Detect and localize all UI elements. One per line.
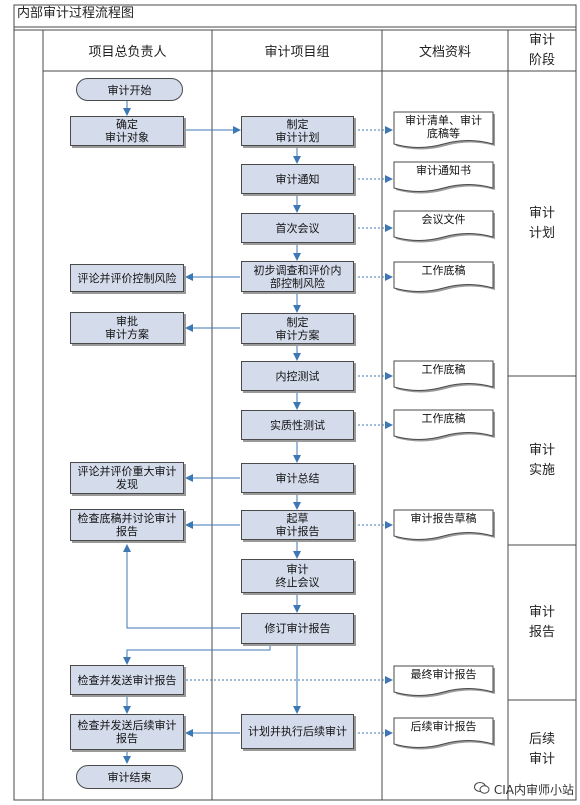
draft-audit-report: 起草 审计报告 xyxy=(241,510,354,540)
substantive-test: 实质性测试 xyxy=(241,410,354,440)
diagram-title: 内部审计过程流程图 xyxy=(17,6,135,21)
doc-working-paper-1: 工作底稿 xyxy=(421,264,466,277)
doc-shape-7 xyxy=(393,509,494,540)
watermark: CIA内审师小站 xyxy=(473,781,574,798)
revise-audit-report: 修订审计报告 xyxy=(241,613,354,644)
check-and-discuss-report: 检查底稿并讨论审计 报告 xyxy=(70,509,184,541)
closing-meeting: 审计 终止会议 xyxy=(241,559,354,593)
doc-shape-4 xyxy=(393,261,494,292)
make-audit-plan: 制定 审计计划 xyxy=(241,116,354,146)
doc-audit-checklist: 审计清单、审计 底稿等 xyxy=(405,114,482,140)
stage-plan: 审计 计划 xyxy=(528,205,555,241)
doc-shape-2 xyxy=(393,161,494,192)
doc-shape-1 xyxy=(393,111,494,148)
start-terminal: 审计开始 xyxy=(76,78,183,101)
doc-working-paper-3: 工作底稿 xyxy=(421,412,466,425)
doc-working-paper-2: 工作底稿 xyxy=(421,363,466,376)
end-terminal: 审计结束 xyxy=(76,765,183,789)
internal-control-test: 内控测试 xyxy=(241,361,354,391)
preliminary-survey: 初步调查和评价内 部控制风险 xyxy=(241,261,354,292)
audit-notice: 审计通知 xyxy=(241,164,354,194)
stage-implementation: 审计 实施 xyxy=(528,442,555,478)
doc-shape-5 xyxy=(393,360,494,391)
wechat-icon xyxy=(473,781,490,798)
doc-followup-report: 后续审计报告 xyxy=(410,720,477,733)
review-major-findings: 评论并评价重大审计 发现 xyxy=(70,462,184,494)
first-meeting: 首次会议 xyxy=(241,213,354,243)
check-and-send-followup-report: 检查并发送后续审计 报告 xyxy=(70,714,184,750)
lane-header-project-lead: 项目总负责人 xyxy=(88,45,167,60)
doc-shape-3 xyxy=(393,210,494,241)
make-audit-scheme: 制定 审计方案 xyxy=(241,313,354,344)
doc-final-report: 最终审计报告 xyxy=(410,668,477,681)
lane-header-documents: 文档资料 xyxy=(418,45,471,60)
stage-follow-up: 后续 审计 xyxy=(528,732,555,767)
determine-audit-object: 确定 审计对象 xyxy=(70,116,184,146)
watermark-text: CIA内审师小站 xyxy=(493,783,574,797)
plan-and-execute-followup: 计划并执行后续审计 xyxy=(241,714,354,749)
review-control-risk: 评论并评价控制风险 xyxy=(70,264,184,292)
lane-header-audit-team: 审计项目组 xyxy=(264,45,330,60)
doc-draft-report: 审计报告草稿 xyxy=(410,512,477,525)
check-and-send-report: 检查并发送审计报告 xyxy=(70,665,184,695)
doc-audit-notice: 审计通知书 xyxy=(416,164,471,177)
doc-shape-9 xyxy=(393,717,494,748)
stage-header: 审计 阶段 xyxy=(528,32,555,68)
doc-shape-8 xyxy=(393,665,494,696)
doc-shape-6 xyxy=(393,409,494,440)
stage-report: 审计 报告 xyxy=(528,604,555,640)
approve-audit-scheme: 审批 审计方案 xyxy=(70,312,184,344)
doc-meeting-files: 会议文件 xyxy=(421,213,466,226)
audit-summary: 审计总结 xyxy=(241,463,354,493)
